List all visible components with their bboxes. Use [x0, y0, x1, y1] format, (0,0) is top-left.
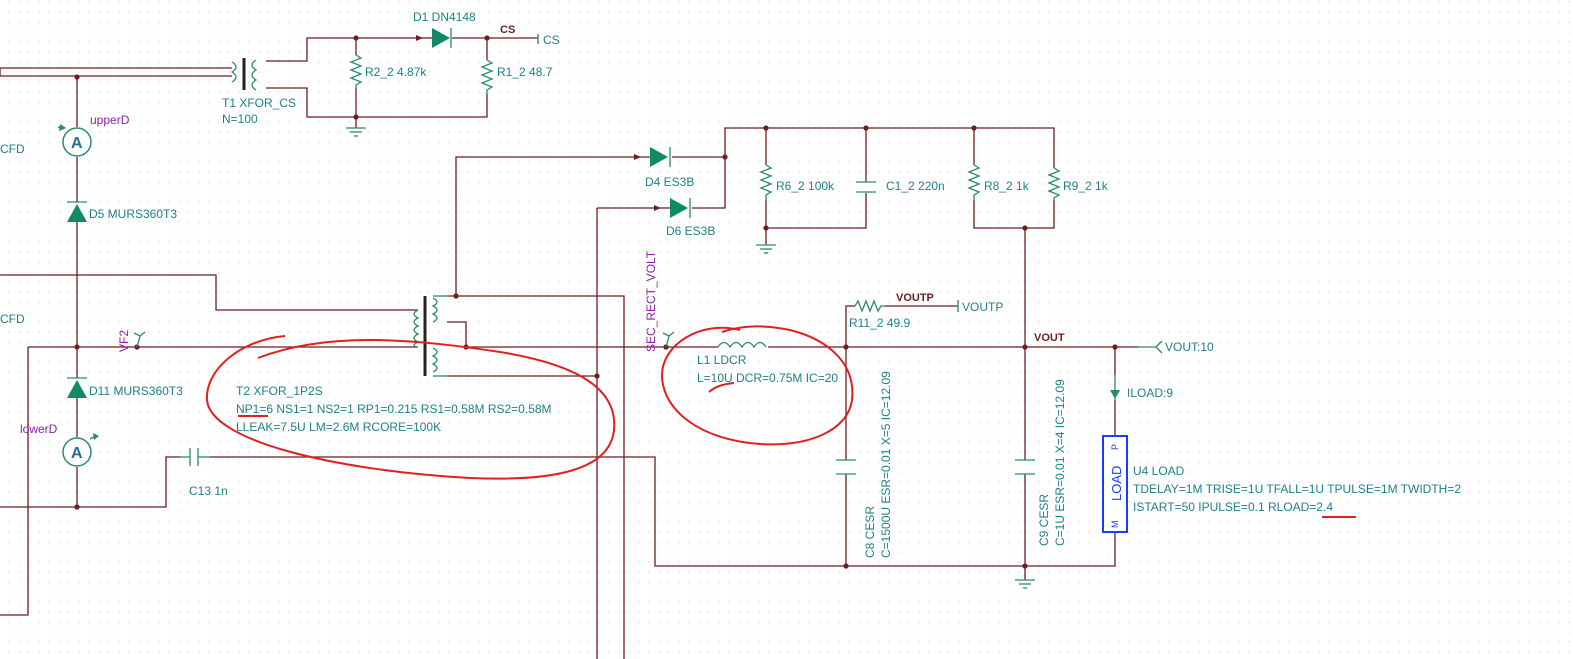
annotation-underline-10u	[708, 382, 735, 393]
d1-label: D1 DN4148	[413, 10, 476, 24]
diode-d5[interactable]	[67, 201, 87, 222]
vf2-label: VF2	[117, 330, 131, 352]
sec-rect-volt-label: SEC_RECT_VOLT	[644, 250, 658, 352]
cfd-bottom-label: CFD	[0, 312, 25, 326]
probe-vf2[interactable]	[133, 331, 146, 348]
current-probe-iload[interactable]	[1110, 375, 1120, 400]
c1-label: C1_2 220n	[886, 179, 945, 193]
resistor-r1[interactable]	[480, 59, 494, 94]
u4-label: U4 LOAD	[1133, 464, 1185, 478]
r11-label: R11_2 49.9	[849, 316, 910, 330]
port-vout[interactable]	[1138, 340, 1163, 354]
d5-label: D5 MURS360T3	[89, 207, 177, 221]
net-voutp-wire: VOUTP	[896, 292, 934, 304]
diode-d11[interactable]	[67, 377, 87, 398]
resistor-r2[interactable]	[349, 54, 363, 88]
u4-param-1: TDELAY=1M TRISE=1U TFALL=1U TPULSE=1M TW…	[1133, 482, 1461, 496]
capacitor-c1[interactable]	[856, 181, 876, 193]
ammeter-upper[interactable]: A	[57, 124, 92, 157]
r8-label: R8_2 1k	[984, 179, 1030, 193]
capacitor-c13[interactable]	[180, 448, 210, 466]
load-pin-m: M	[1110, 521, 1120, 529]
load-u4[interactable]: LOAD P M	[1102, 435, 1128, 533]
meter-a-symbol: A	[71, 445, 83, 462]
capacitor-c8[interactable]	[836, 459, 856, 475]
c8-label: C8 CESR	[863, 506, 877, 558]
port-cs-label: CS	[543, 33, 560, 47]
r2-label: R2_2 4.87k	[365, 65, 427, 79]
probe-lower-label: lowerD	[20, 422, 58, 436]
cfd-top-label: CFD	[0, 142, 25, 156]
resistor-r6[interactable]	[759, 164, 773, 200]
annotation-circle-t2	[205, 335, 616, 480]
capacitor-c9[interactable]	[1015, 459, 1035, 475]
load-box-text: LOAD	[1109, 466, 1124, 501]
c9-param: C=1U ESR=0.01 X=4 IC=12.09	[1053, 379, 1067, 546]
d4-label: D4 ES3B	[645, 175, 694, 189]
ammeter-lower[interactable]: A	[62, 433, 99, 467]
l1-label: L1 LDCR	[697, 353, 747, 367]
net-cs-wire: CS	[500, 24, 515, 36]
red-annotations	[205, 325, 1356, 518]
t2-param-1: NP1=6 NS1=1 NS2=1 RP1=0.215 RS1=0.58M RS…	[236, 402, 552, 416]
c9-label: C9 CESR	[1037, 494, 1051, 546]
diode-d4[interactable]	[634, 147, 671, 167]
wires	[0, 37, 1138, 659]
transformer-t1[interactable]	[230, 58, 258, 91]
iload-label: ILOAD:9	[1127, 386, 1173, 400]
net-vout-wire: VOUT	[1034, 332, 1065, 344]
probe-upper-label: upperD	[90, 113, 130, 127]
resistor-r9[interactable]	[1047, 167, 1061, 200]
resistor-r11[interactable]	[854, 299, 885, 313]
diode-d6[interactable]	[654, 198, 691, 218]
t2-param-2: LLEAK=7.5U LM=2.6M RCORE=100K	[236, 420, 441, 434]
t1-label: T1 XFOR_CS	[222, 96, 296, 110]
r9-label: R9_2 1k	[1063, 179, 1109, 193]
transformer-t2[interactable]	[413, 295, 447, 377]
resistor-r8[interactable]	[967, 164, 981, 200]
c13-label: C13 1n	[189, 484, 228, 498]
meter-a-symbol: A	[71, 135, 83, 152]
r1-label: R1_2 48.7	[497, 65, 553, 79]
annotation-circle-l1	[660, 325, 854, 446]
t1-param: N=100	[222, 112, 258, 126]
t2-label: T2 XFOR_1P2S	[236, 384, 323, 398]
inductor-l1[interactable]	[717, 341, 767, 349]
port-vout-label: VOUT:10	[1165, 340, 1214, 354]
port-voutp-label: VOUTP	[962, 300, 1003, 314]
l1-param: L=10U DCR=0.75M IC=20	[697, 371, 838, 385]
c8-param: C=1500U ESR=0.01 X=5 IC=12.09	[879, 371, 893, 558]
r6-label: R6_2 100k	[776, 179, 835, 193]
u4-param-2: ISTART=50 IPULSE=0.1 RLOAD=2.4	[1133, 500, 1333, 514]
probe-sec-rect-volt[interactable]	[662, 331, 675, 348]
ground-icon	[346, 127, 366, 137]
d6-label: D6 ES3B	[666, 224, 715, 238]
diode-d1[interactable]	[416, 28, 452, 48]
ground-icon	[756, 244, 776, 254]
load-pin-p: P	[1110, 444, 1120, 450]
d11-label: D11 MURS360T3	[89, 384, 183, 398]
ground-icon	[1015, 579, 1035, 589]
